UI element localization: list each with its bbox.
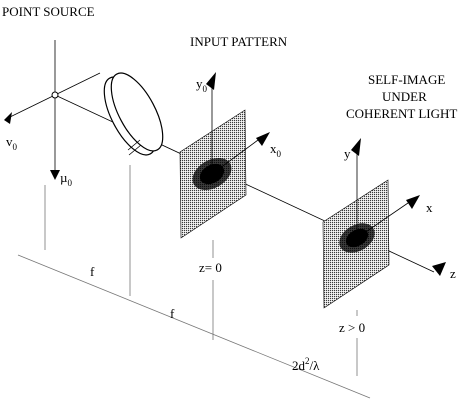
nu0-label: v0 [6,134,18,152]
z-greater-zero-label: z > 0 [339,320,365,335]
self-image-label-line2: UNDER [382,89,427,104]
y0-label: y0 [196,76,208,94]
y-arrow-head [351,138,361,156]
input-pattern-plane [179,72,270,258]
collimating-lens [103,72,164,296]
input-pattern-label: INPUT PATTERN [190,34,288,49]
f-label-2: f [170,306,175,321]
x0-arrow-head [256,132,270,146]
point-source-marker [51,91,59,99]
mu0-arrow-head [50,170,60,180]
f-label-1: f [90,264,95,279]
point-source-axes [4,40,101,250]
x0-label: x0 [270,141,282,159]
distance-baseline [17,254,371,399]
mu0-label: µ0 [60,170,73,188]
y-label: y [344,146,351,161]
x-label: x [426,200,433,215]
z-arrow-head [432,262,446,276]
z-equals-zero-label: z= 0 [199,260,222,275]
z-label: z [450,266,456,281]
y0-arrow-head [206,72,216,90]
self-image-plane [322,138,446,376]
self-image-label-line3: COHERENT LIGHT [346,106,457,121]
x-arrow-head [406,195,420,209]
nu0-arrow-head [4,112,12,124]
self-image-label-line1: SELF-IMAGE [368,72,445,87]
point-source-label: POINT SOURCE [2,4,95,19]
talbot-distance-label: 2d2/λ [292,356,320,373]
